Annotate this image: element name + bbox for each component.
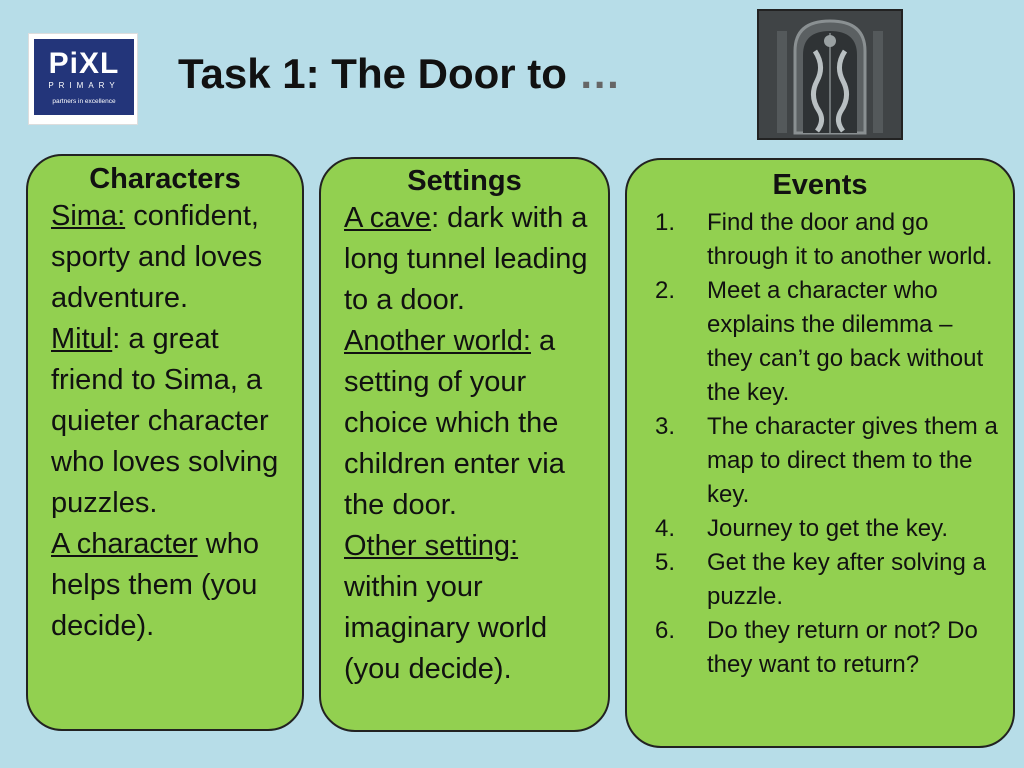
event-text: Meet a character who explains the dilemm… bbox=[707, 277, 984, 406]
settings-body: A cave: dark with a long tunnel leading … bbox=[344, 198, 592, 690]
setting-label-another-world: Another world: bbox=[344, 325, 531, 357]
list-item: 3. The character gives them a map to dire… bbox=[655, 410, 1003, 512]
event-number: 3. bbox=[655, 413, 676, 440]
setting-text-other: within your imaginary world (you decide)… bbox=[344, 571, 548, 685]
event-text: Do they return or not? Do they want to r… bbox=[707, 617, 978, 678]
door-image bbox=[757, 9, 903, 140]
logo-tagline: partners in excellence bbox=[52, 98, 116, 105]
character-label-helper: A character bbox=[51, 528, 198, 560]
title-text: Task 1: The Door to bbox=[178, 50, 579, 97]
page-title: Task 1: The Door to … bbox=[178, 50, 621, 98]
event-number: 1. bbox=[655, 209, 676, 236]
event-number: 4. bbox=[655, 515, 676, 542]
event-text: Journey to get the key. bbox=[707, 515, 949, 542]
event-number: 2. bbox=[655, 277, 676, 304]
event-number: 6. bbox=[655, 617, 676, 644]
setting-text-cave: : dark with a long tunnel leading to a d… bbox=[344, 202, 588, 316]
event-text: Get the key after solving a puzzle. bbox=[707, 549, 986, 610]
characters-panel: Characters Sima: confident, sporty and l… bbox=[26, 154, 304, 731]
events-list: 1. Find the door and go through it to ano… bbox=[627, 206, 1013, 682]
character-text-sima: confident, sporty and loves adventure. bbox=[51, 200, 263, 314]
list-item: 2. Meet a character who explains the dile… bbox=[655, 274, 1003, 410]
door-illustration bbox=[759, 11, 901, 138]
events-heading: Events bbox=[772, 169, 868, 201]
characters-heading: Characters bbox=[89, 163, 241, 195]
list-item: 1. Find the door and go through it to ano… bbox=[655, 206, 1003, 274]
setting-label-other: Other setting: bbox=[344, 530, 519, 562]
event-text: The character gives them a map to direct… bbox=[707, 413, 998, 508]
character-text-helper: who helps them (you decide). bbox=[51, 528, 259, 642]
list-item: 5. Get the key after solving a puzzle. bbox=[655, 546, 1003, 614]
logo-badge: PiXL PRIMARY partners in excellence bbox=[34, 39, 134, 115]
logo-brand: PiXL bbox=[48, 47, 120, 80]
event-text: Find the door and go through it to anoth… bbox=[707, 209, 993, 270]
settings-panel: Settings A cave: dark with a long tunnel… bbox=[319, 157, 610, 732]
pixl-logo: PiXL PRIMARY partners in excellence bbox=[28, 33, 138, 125]
characters-body: Sima: confident, sporty and loves advent… bbox=[51, 196, 282, 647]
character-text-mitul: : a great friend to Sima, a quieter char… bbox=[51, 323, 279, 519]
settings-heading: Settings bbox=[407, 165, 522, 197]
events-panel: Events 1. Find the door and go through it… bbox=[625, 158, 1015, 748]
title-ellipsis: … bbox=[578, 50, 621, 97]
list-item: 4. Journey to get the key. bbox=[655, 512, 1003, 546]
logo-sub: PRIMARY bbox=[48, 81, 120, 90]
setting-text-another-world: a setting of your choice which the child… bbox=[344, 325, 565, 521]
setting-label-cave: A cave bbox=[344, 202, 432, 234]
event-number: 5. bbox=[655, 549, 676, 576]
character-label-mitul: Mitul bbox=[51, 323, 113, 355]
character-label-sima: Sima: bbox=[51, 200, 126, 232]
list-item: 6. Do they return or not? Do they want to… bbox=[655, 614, 1003, 682]
